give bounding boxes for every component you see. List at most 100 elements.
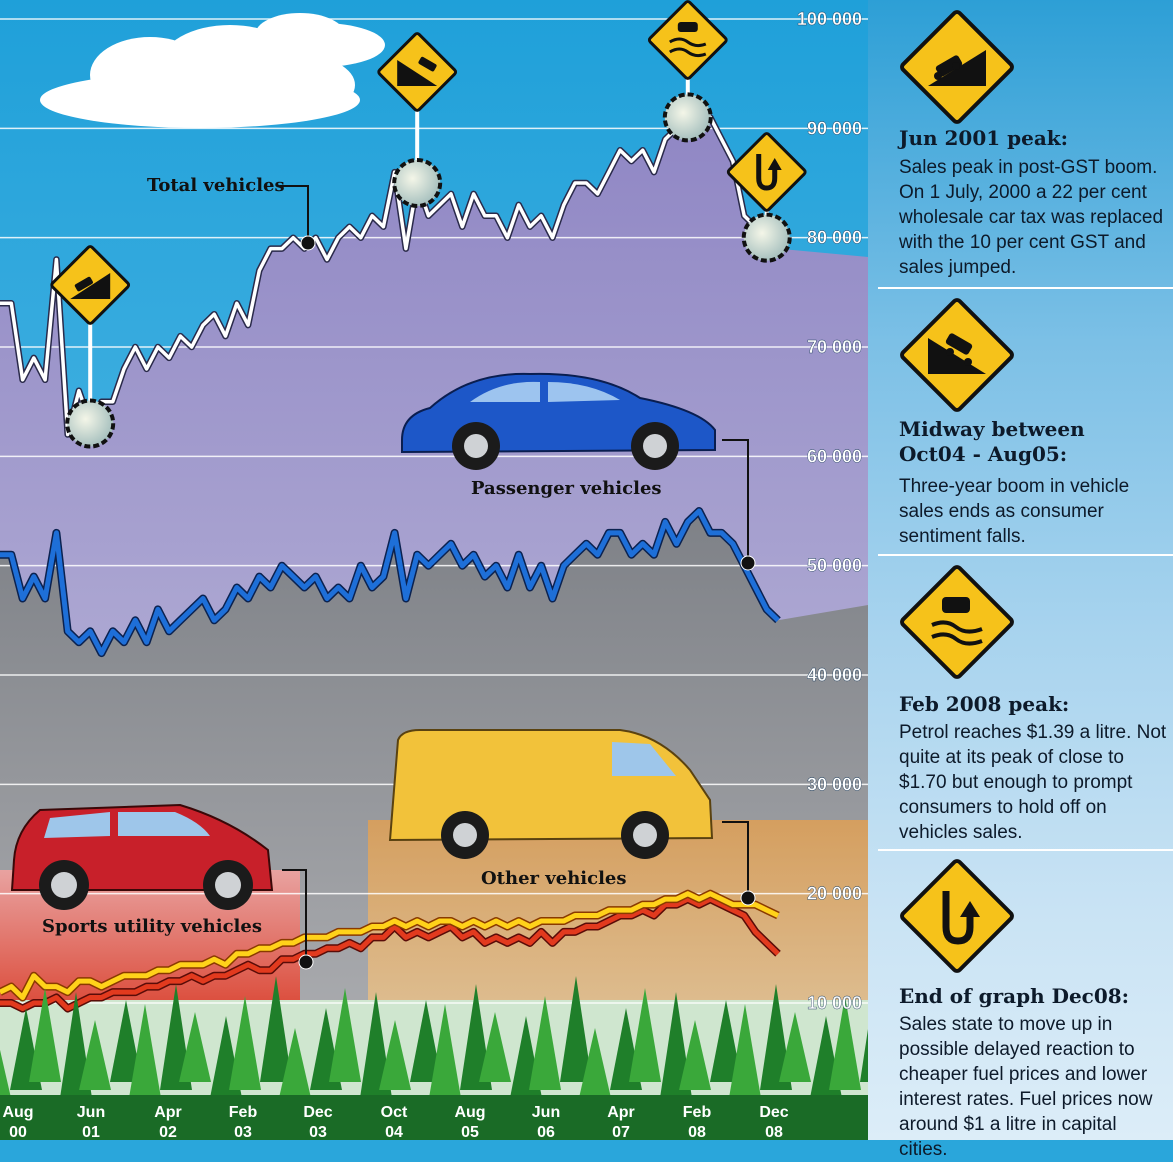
x-tick-year: 08: [688, 1124, 706, 1140]
series-line-sports-utility-vehicles: [0, 896, 780, 1011]
x-tick-month: Apr: [607, 1104, 635, 1121]
annotation-title: Jun 2001 peak:: [899, 126, 1069, 150]
divider: [878, 287, 1173, 289]
divider: [878, 849, 1173, 851]
series-line-total-vehicles: [0, 104, 780, 437]
x-tick-month: Apr: [154, 1104, 182, 1121]
tree-icon: [279, 1028, 311, 1098]
x-tick-month: Dec: [759, 1104, 788, 1121]
tree-icon: [379, 1020, 411, 1090]
event-marker: [377, 32, 458, 208]
x-tick-month: Feb: [683, 1104, 712, 1121]
tree-icon: [479, 1012, 511, 1082]
tree-icon: [529, 996, 561, 1090]
suv-icon: [10, 803, 274, 910]
tree-icon: [129, 1004, 161, 1098]
y-tick-label: 20 000: [807, 884, 862, 904]
marker-dot: [298, 954, 314, 970]
road-sign-icon: [647, 0, 728, 80]
van-icon: [388, 729, 714, 859]
tree-icon: [410, 1000, 442, 1082]
annotation-title: Feb 2008 peak:: [899, 692, 1070, 716]
annotation-title: End of graph Dec08:: [899, 984, 1130, 1008]
annotation-text: Three-year boom in vehicle sales ends as…: [899, 476, 1130, 547]
marker-dot: [300, 235, 316, 251]
road-sign-icon: [377, 32, 458, 112]
y-tick-label: 80 000: [807, 228, 862, 248]
steep-hill-down-icon: [900, 298, 1014, 412]
tree-icon: [179, 1012, 211, 1082]
x-tick-year: 07: [612, 1124, 630, 1140]
y-tick-label: 30 000: [807, 774, 862, 794]
x-tick-month: Dec: [303, 1104, 332, 1121]
forest-floor: [0, 1095, 868, 1140]
marker-dot: [740, 890, 756, 906]
caption-other-vehicles: Other vehicles: [481, 868, 627, 889]
vehicle-sales-chart: 100 000 90 000 80 000 70 000 60 000 50 000 40 …: [0, 0, 868, 1140]
annotation-title: Midway between Oct04 - Aug05:: [899, 417, 1085, 466]
tree-icon: [679, 1020, 711, 1090]
tree-icon: [729, 1004, 761, 1098]
y-tick-label: 40 000: [807, 665, 862, 685]
tree-row: [0, 976, 868, 1140]
caption-sports-utility-vehicles: Sports utility vehicles: [42, 916, 262, 937]
passenger-car-icon: [401, 372, 716, 470]
y-tick-label: 100 000: [797, 9, 862, 29]
x-tick-month: Feb: [229, 1104, 258, 1121]
marker-dot: [740, 555, 756, 571]
caption-leaders: [280, 185, 749, 962]
event-marker: [647, 0, 728, 143]
annotation-text: Sales peak in post-GST boom. On 1 July, …: [899, 157, 1164, 278]
x-tick-year: 06: [537, 1124, 555, 1140]
tree-icon: [29, 988, 61, 1082]
road-sign-icon: [50, 245, 131, 325]
x-tick-year: 03: [309, 1124, 327, 1140]
x-tick-month: Jun: [532, 1104, 560, 1121]
x-tick-month: Oct: [381, 1104, 408, 1121]
y-tick-label: 10 000: [807, 993, 862, 1013]
event-marker: [726, 132, 807, 263]
x-tick-year: 01: [82, 1124, 100, 1140]
sidebar: Jun 2001 peak: Sales peak in post-GST bo…: [868, 0, 1173, 1160]
x-tick-month: Aug: [454, 1104, 485, 1121]
caption-total-vehicles: Total vehicles: [147, 175, 285, 196]
x-tick-year: 03: [234, 1124, 252, 1140]
tree-icon: [779, 1012, 811, 1082]
x-tick-year: 02: [159, 1124, 177, 1140]
x-tick-year: 04: [385, 1124, 403, 1140]
series-line-passenger-vehicles: [0, 508, 780, 656]
tree-icon: [629, 988, 661, 1082]
tree-icon: [260, 976, 292, 1082]
tree-icon: [229, 996, 261, 1090]
road-sign-icon: [726, 132, 807, 212]
y-tick-label: 50 000: [807, 556, 862, 576]
y-tick-label: 60 000: [807, 446, 862, 466]
u-turn-icon: [900, 859, 1014, 973]
divider: [878, 554, 1173, 556]
tree-icon: [110, 1000, 142, 1082]
tree-icon: [560, 976, 592, 1082]
caption-passenger-vehicles: Passenger vehicles: [471, 478, 662, 499]
tree-icon: [79, 1020, 111, 1090]
x-tick-month: Jun: [77, 1104, 105, 1121]
x-tick-year: 08: [765, 1124, 783, 1140]
slippery-road-icon: [900, 565, 1014, 679]
x-tick-year: 00: [9, 1124, 27, 1140]
x-tick-month: Aug: [2, 1104, 33, 1121]
tree-icon: [710, 1000, 742, 1082]
cloud-icon: [40, 13, 385, 128]
tree-icon: [579, 1028, 611, 1098]
y-tick-label: 70 000: [807, 337, 862, 357]
tree-icon: [860, 1029, 868, 1082]
event-marker: [50, 245, 131, 449]
steep-hill-up-icon: [900, 10, 1014, 124]
annotation-text: Petrol reaches $1.39 a litre. Not quite …: [899, 722, 1167, 843]
series-line-other-vehicles: [0, 891, 780, 1000]
x-tick-year: 05: [461, 1124, 479, 1140]
tree-icon: [329, 988, 361, 1082]
tree-icon: [829, 996, 861, 1090]
tree-icon: [0, 1049, 11, 1098]
y-tick-label: 90 000: [807, 118, 862, 138]
tree-icon: [429, 1004, 461, 1098]
